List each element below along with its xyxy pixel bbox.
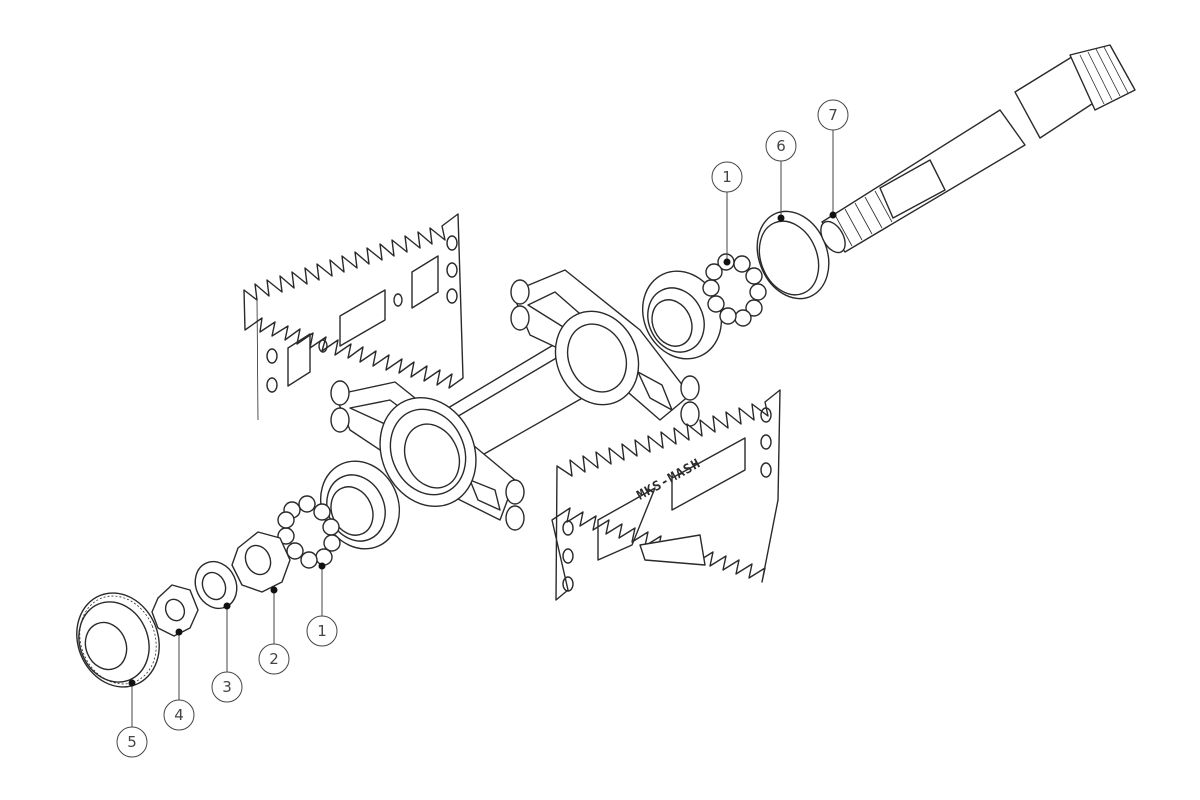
callout-label: 1 <box>722 168 732 186</box>
right-cage-plate: MKS-MASH <box>551 389 781 601</box>
dust-cap <box>76 592 160 688</box>
right-ball-bearings <box>702 253 767 327</box>
left-cage-plate <box>243 213 464 421</box>
callout-2: 2 <box>258 586 290 675</box>
cone-nut <box>231 531 291 593</box>
keyed-washer <box>194 560 238 610</box>
callout-label: 2 <box>269 650 279 668</box>
callout-1-upper: 1 <box>711 161 743 266</box>
callout-7: 7 <box>817 99 849 219</box>
callout-3: 3 <box>211 602 243 703</box>
callout-1-lower: 1 <box>306 562 338 647</box>
callout-label: 4 <box>174 706 184 724</box>
left-ball-bearings <box>277 495 341 569</box>
lock-nut <box>151 584 199 637</box>
callout-6: 6 <box>765 130 797 222</box>
callout-label: 6 <box>776 137 786 155</box>
right-bearing-cup <box>641 270 723 360</box>
callout-4: 4 <box>163 628 195 731</box>
callout-5: 5 <box>116 679 148 758</box>
callout-label: 3 <box>222 678 232 696</box>
spindle-axle <box>820 44 1136 254</box>
callout-label: 7 <box>828 106 838 124</box>
callout-label: 1 <box>317 622 327 640</box>
pedal-body <box>330 269 700 531</box>
callout-label: 5 <box>127 733 137 751</box>
